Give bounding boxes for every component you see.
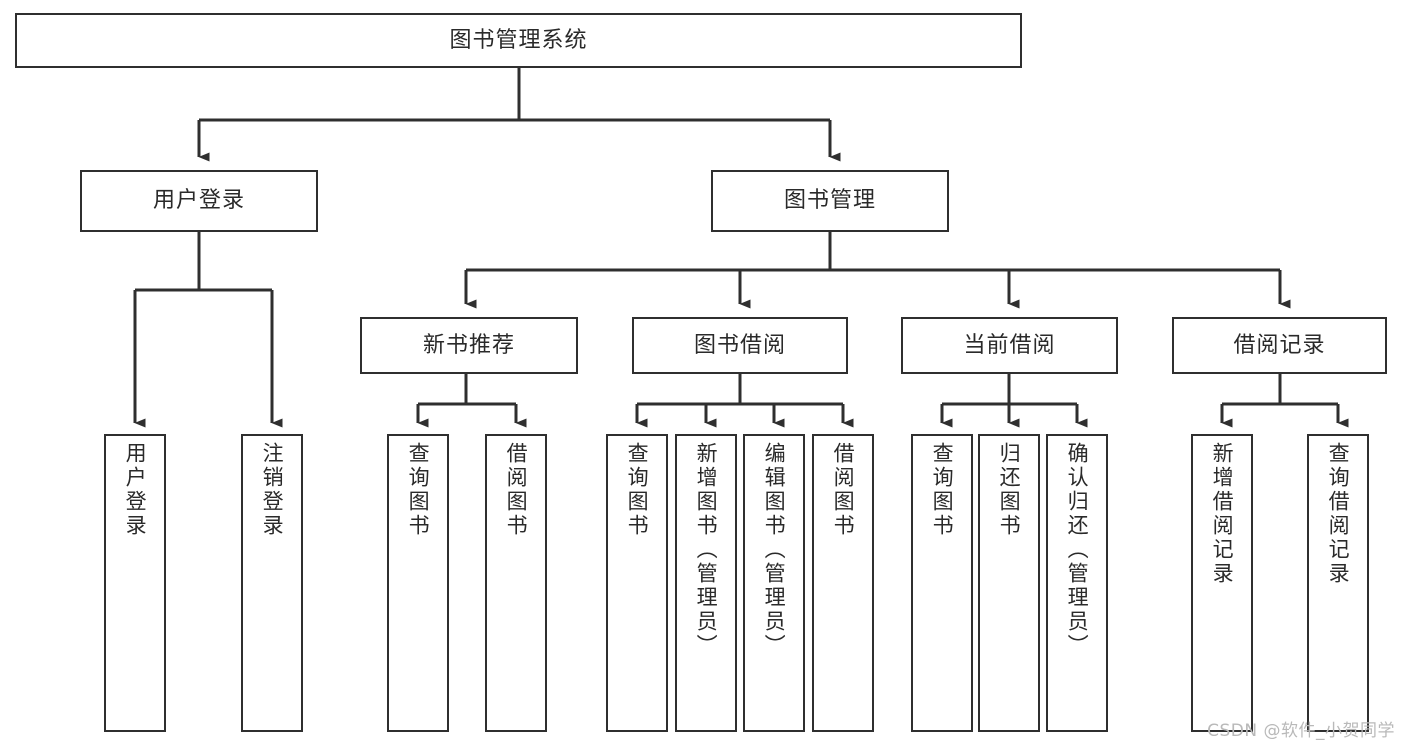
node-leaf-return-book-label: 归还图书 — [997, 442, 1022, 538]
node-leaf-add-record-label: 新增借阅记录 — [1210, 442, 1235, 586]
node-book-borrow-label: 图书借阅 — [693, 332, 786, 358]
node-leaf-query-book-1-label: 查询图书 — [406, 442, 431, 538]
node-leaf-logout-login[interactable]: 注销登录 — [241, 434, 303, 732]
node-leaf-query-record-label: 查询借阅记录 — [1326, 442, 1351, 586]
node-leaf-confirm-return-label: 确认归还（管理员） — [1065, 442, 1090, 658]
node-leaf-query-book-2[interactable]: 查询图书 — [606, 434, 668, 732]
node-leaf-borrow-book-1-label: 借阅图书 — [504, 442, 529, 538]
node-new-book-recommend-label: 新书推荐 — [422, 332, 515, 358]
node-root-label: 图书管理系统 — [449, 27, 588, 53]
node-leaf-user-login-label: 用户登录 — [123, 442, 148, 538]
node-leaf-query-record[interactable]: 查询借阅记录 — [1307, 434, 1369, 732]
node-leaf-borrow-book-2[interactable]: 借阅图书 — [812, 434, 874, 732]
node-book-manage[interactable]: 图书管理 — [711, 170, 949, 232]
node-user-login[interactable]: 用户登录 — [80, 170, 318, 232]
node-new-book-recommend[interactable]: 新书推荐 — [360, 317, 578, 374]
node-leaf-query-book-1[interactable]: 查询图书 — [387, 434, 449, 732]
node-leaf-query-book-3-label: 查询图书 — [930, 442, 955, 538]
node-book-manage-label: 图书管理 — [783, 188, 876, 214]
node-user-login-label: 用户登录 — [152, 188, 245, 214]
node-book-borrow[interactable]: 图书借阅 — [632, 317, 848, 374]
node-leaf-query-book-3[interactable]: 查询图书 — [911, 434, 973, 732]
node-leaf-confirm-return[interactable]: 确认归还（管理员） — [1046, 434, 1108, 732]
node-leaf-edit-book-label: 编辑图书（管理员） — [762, 442, 787, 658]
node-leaf-edit-book[interactable]: 编辑图书（管理员） — [743, 434, 805, 732]
node-leaf-add-book[interactable]: 新增图书（管理员） — [675, 434, 737, 732]
node-leaf-borrow-book-2-label: 借阅图书 — [831, 442, 856, 538]
node-current-borrow-label: 当前借阅 — [963, 332, 1056, 358]
node-root[interactable]: 图书管理系统 — [15, 13, 1022, 68]
node-leaf-return-book[interactable]: 归还图书 — [978, 434, 1040, 732]
node-borrow-record[interactable]: 借阅记录 — [1172, 317, 1387, 374]
node-borrow-record-label: 借阅记录 — [1233, 332, 1326, 358]
node-leaf-add-record[interactable]: 新增借阅记录 — [1191, 434, 1253, 732]
node-leaf-user-login[interactable]: 用户登录 — [104, 434, 166, 732]
node-current-borrow[interactable]: 当前借阅 — [901, 317, 1118, 374]
node-leaf-logout-login-label: 注销登录 — [260, 442, 285, 538]
node-leaf-add-book-label: 新增图书（管理员） — [694, 442, 719, 658]
node-leaf-borrow-book-1[interactable]: 借阅图书 — [485, 434, 547, 732]
node-leaf-query-book-2-label: 查询图书 — [625, 442, 650, 538]
